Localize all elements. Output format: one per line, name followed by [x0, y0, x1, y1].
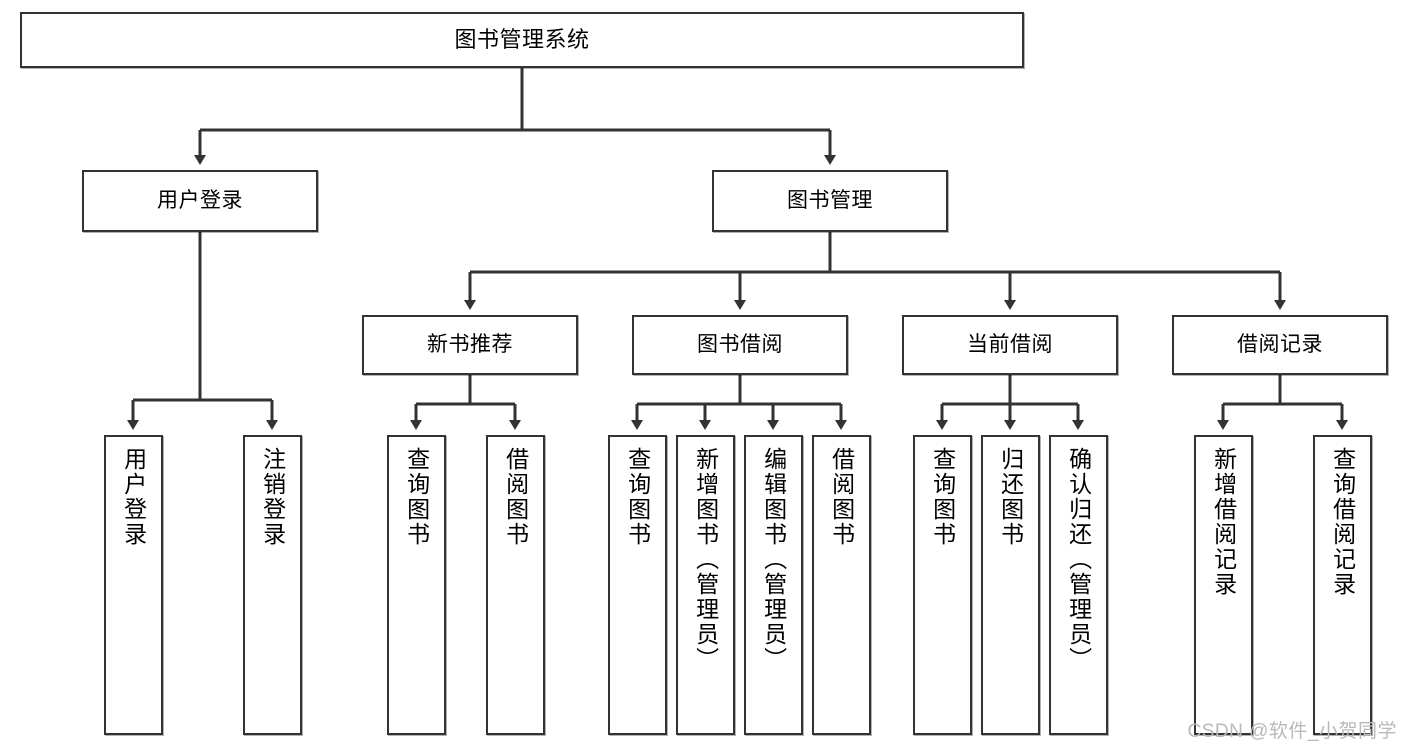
- leaf-add-book-admin[interactable]: 新增图书（管理员）: [676, 435, 735, 735]
- node-new-book-recommend-label: 新书推荐: [427, 333, 513, 357]
- node-user-login-module-label: 用户登录: [157, 189, 243, 213]
- leaf-edit-book-admin-label: 编辑图书（管理员）: [760, 447, 787, 672]
- node-book-management-module-label: 图书管理: [787, 189, 873, 213]
- node-current-borrow[interactable]: 当前借阅: [902, 315, 1118, 375]
- leaf-add-book-admin-label: 新增图书（管理员）: [692, 447, 719, 672]
- node-borrow-record[interactable]: 借阅记录: [1172, 315, 1388, 375]
- node-book-management-module[interactable]: 图书管理: [712, 170, 948, 232]
- node-book-borrow[interactable]: 图书借阅: [632, 315, 848, 375]
- node-root[interactable]: 图书管理系统: [20, 12, 1024, 68]
- node-book-borrow-label: 图书借阅: [697, 333, 783, 357]
- leaf-current-query-book-label: 查询图书: [929, 447, 956, 547]
- leaf-return-book[interactable]: 归还图书: [981, 435, 1040, 735]
- leaf-edit-book-admin[interactable]: 编辑图书（管理员）: [744, 435, 803, 735]
- node-borrow-record-label: 借阅记录: [1237, 333, 1323, 357]
- leaf-return-book-label: 归还图书: [997, 447, 1024, 547]
- leaf-recommend-query-book-label: 查询图书: [403, 447, 430, 547]
- leaf-add-borrow-record[interactable]: 新增借阅记录: [1194, 435, 1253, 735]
- leaf-borrow-query-book[interactable]: 查询图书: [608, 435, 667, 735]
- leaf-borrow-book-label: 借阅图书: [828, 447, 855, 547]
- leaf-recommend-borrow-book-label: 借阅图书: [502, 447, 529, 547]
- node-new-book-recommend[interactable]: 新书推荐: [362, 315, 578, 375]
- leaf-confirm-return-admin[interactable]: 确认归还（管理员）: [1049, 435, 1108, 735]
- leaf-user-logout[interactable]: 注销登录: [243, 435, 302, 735]
- leaf-recommend-query-book[interactable]: 查询图书: [387, 435, 446, 735]
- leaf-borrow-book[interactable]: 借阅图书: [812, 435, 871, 735]
- leaf-user-login-label: 用户登录: [120, 447, 147, 547]
- leaf-confirm-return-admin-label: 确认归还（管理员）: [1065, 447, 1092, 672]
- leaf-borrow-query-book-label: 查询图书: [624, 447, 651, 547]
- node-user-login-module[interactable]: 用户登录: [82, 170, 318, 232]
- leaf-user-logout-label: 注销登录: [259, 447, 286, 547]
- node-root-label: 图书管理系统: [454, 26, 590, 52]
- watermark-text: CSDN @软件_小贺同学: [1187, 721, 1397, 742]
- leaf-query-borrow-record[interactable]: 查询借阅记录: [1313, 435, 1372, 735]
- leaf-recommend-borrow-book[interactable]: 借阅图书: [486, 435, 545, 735]
- leaf-add-borrow-record-label: 新增借阅记录: [1210, 447, 1237, 597]
- leaf-current-query-book[interactable]: 查询图书: [913, 435, 972, 735]
- leaf-user-login[interactable]: 用户登录: [104, 435, 163, 735]
- node-current-borrow-label: 当前借阅: [967, 333, 1053, 357]
- leaf-query-borrow-record-label: 查询借阅记录: [1329, 447, 1356, 597]
